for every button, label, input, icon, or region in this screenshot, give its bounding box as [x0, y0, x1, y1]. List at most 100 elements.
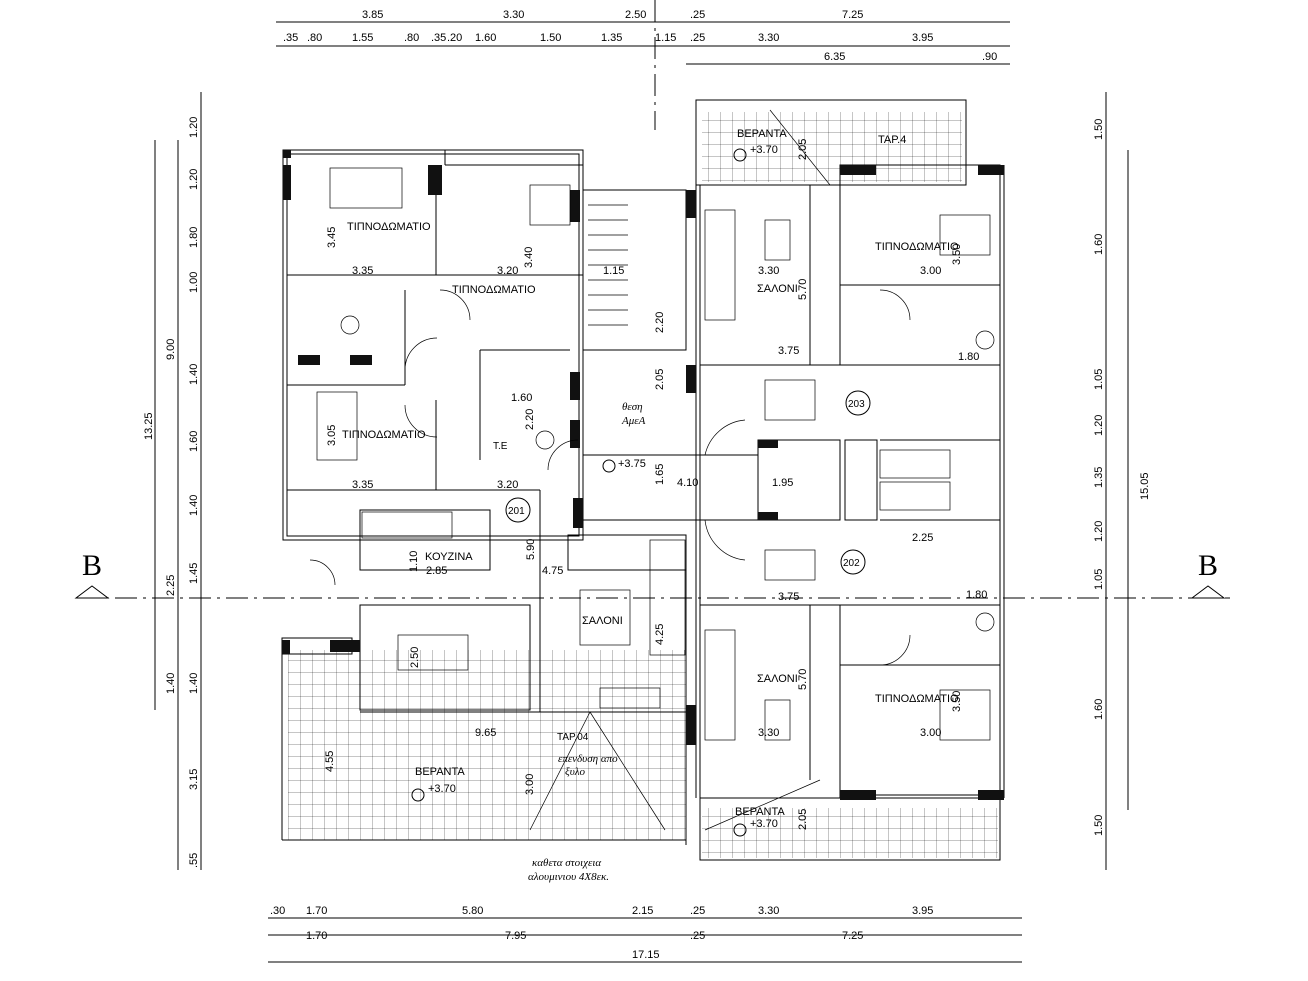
dim-top2-13: 3.95 — [912, 32, 933, 44]
dim-kitchen-w: 2.85 — [426, 565, 447, 577]
note-profiles-1: καθετα στοιχεια — [532, 857, 601, 869]
dim-bot-3: 5.80 — [462, 905, 483, 917]
dim-top3-1: 6.35 — [824, 51, 845, 63]
note-te: T.E — [493, 441, 508, 452]
dim-right-21: 1.50 — [1093, 815, 1105, 836]
dim-top2-5: .35 — [431, 32, 446, 44]
dim-top-5: 7.25 — [842, 9, 863, 21]
dim-r-bed-h-1: 3.50 — [951, 244, 963, 265]
dim-right-9: 1.05 — [1093, 369, 1105, 390]
section-label-right: B — [1198, 549, 1218, 582]
dim-right-outer: 15.05 — [1139, 472, 1151, 500]
note-cladding-1: επενδυση απο — [558, 753, 618, 765]
dim-left-mid-2: 3.15 — [188, 769, 200, 790]
dim-bot-2: 1.70 — [306, 905, 327, 917]
dim-top2-6: .20 — [447, 32, 462, 44]
bottom-dimension-chains: .30 1.70 5.80 2.15 .25 3.30 3.95 1.70 7.… — [268, 905, 1022, 963]
dim-bot-4: 2.15 — [632, 905, 653, 917]
dim-left-7: 1.40 — [188, 364, 200, 385]
dim-bot-5: .25 — [690, 905, 705, 917]
dim-top2-1: .35 — [283, 32, 298, 44]
room-label-living-3: ΣΑΛΟΝΙ — [757, 673, 798, 685]
dim-veranda-w: 9.65 — [475, 727, 496, 739]
dim-dining-h: 2.50 — [409, 647, 421, 668]
dim-bed3-h: 3.05 — [326, 425, 338, 446]
dim-left-15: 1.40 — [165, 673, 177, 694]
dim-top2-4: .80 — [404, 32, 419, 44]
dim-top2-9: 1.35 — [601, 32, 622, 44]
inner-dimensions: 3.35 3.45 3.20 3.40 3.35 3.05 3.20 1.60 … — [324, 139, 987, 830]
dim-right-13: 1.05 — [1093, 569, 1105, 590]
dim-top-3: 2.50 — [625, 9, 646, 21]
left-dimension-chains: 13.25 9.00 3.15 .55 1.20 1.20 1.80 1.00 … — [143, 92, 202, 870]
dim-bed1-w: 3.35 — [352, 265, 373, 277]
dim-r-bed-w-2: 3.00 — [920, 727, 941, 739]
apt-number-202: 202 — [843, 558, 860, 569]
room-labels: ΤΙΠΝΟΔΩΜΑΤΙΟ ΤΙΠΝΟΔΩΜΑΤΙΟ ΤΙΠΝΟΔΩΜΑΤΙΟ Τ… — [342, 128, 959, 883]
dim-stair-h: 2.20 — [654, 312, 666, 333]
note-disabled-2: ΑμεΑ — [621, 415, 646, 427]
dim-lift: 1.95 — [772, 477, 793, 489]
dim-kitchen-h: 1.10 — [408, 551, 420, 572]
room-label-kitchen: ΚΟΥΖΙΝΑ — [425, 551, 473, 563]
dim-left-mid-3: .55 — [188, 853, 200, 868]
note-cladding-2: ξυλο — [565, 766, 586, 778]
dim-left-9: 1.40 — [188, 495, 200, 516]
dim-top2-7: 1.60 — [475, 32, 496, 44]
note-tap-top: TAP.4 — [878, 134, 906, 146]
section-label-left: B — [82, 549, 102, 582]
dim-bath-h: 2.20 — [524, 409, 536, 430]
dim-left-16: 2.25 — [165, 575, 177, 596]
dim-living-h: 5.90 — [525, 539, 537, 560]
dim-stair-w: 1.15 — [603, 265, 624, 277]
dim-left-14: 1.40 — [188, 673, 200, 694]
dim-veranda-h: 4.55 — [324, 751, 336, 772]
dim-right-12: 1.20 — [1093, 521, 1105, 542]
dim-left-3: 1.80 — [188, 227, 200, 248]
level-veranda-top: +3.70 — [750, 144, 778, 156]
dim-top2-2: .80 — [307, 32, 322, 44]
dim-bot2-3: .25 — [690, 930, 705, 942]
room-label-bedroom-1: ΤΙΠΝΟΔΩΜΑΤΙΟ — [347, 221, 431, 233]
dim-bot-1: .30 — [270, 905, 285, 917]
dim-r-veranda-h-2: 2.05 — [797, 809, 809, 830]
level-veranda-br: +3.70 — [750, 818, 778, 830]
apt-number-201: 201 — [508, 506, 525, 517]
dim-r-living-w-2: 3.30 — [758, 727, 779, 739]
dim-r-kitchen: 2.25 — [912, 532, 933, 544]
dim-left-outer: 13.25 — [143, 412, 155, 440]
level-veranda-bl: +3.70 — [428, 783, 456, 795]
room-label-bedroom-2: ΤΙΠΝΟΔΩΜΑΤΙΟ — [452, 284, 536, 296]
room-label-bedroom-4: ΤΙΠΝΟΔΩΜΑΤΙΟ — [875, 241, 959, 253]
note-tap-bottom: TAP.04 — [557, 732, 589, 743]
dim-right-4: 1.60 — [1093, 234, 1105, 255]
room-label-veranda-1: ΒΕΡΑΝΤΑ — [737, 128, 787, 140]
dim-r-bed-w-1: 3.00 — [920, 265, 941, 277]
dim-living-w: 4.75 — [542, 565, 563, 577]
dim-r-bath-2: 1.80 — [966, 589, 987, 601]
right-dimension-chains: 15.05 1.50 1.60 1.05 1.20 1.35 1.20 1.05… — [1093, 92, 1151, 870]
dim-r-living-h-1: 5.70 — [797, 279, 809, 300]
dim-left-mid-1: 9.00 — [165, 339, 177, 360]
room-label-living-1: ΣΑΛΟΝΙ — [757, 283, 798, 295]
section-line-b: B B — [74, 0, 1230, 599]
dim-r-dining-1: 3.75 — [778, 345, 799, 357]
dim-left-1: 1.20 — [188, 117, 200, 138]
dim-r-dining-2: 3.75 — [778, 591, 799, 603]
building-walls — [281, 99, 1005, 861]
dim-r-bath-1: 1.80 — [958, 351, 979, 363]
dim-left-4: 1.00 — [188, 272, 200, 293]
dim-bot-6: 3.30 — [758, 905, 779, 917]
room-label-veranda-2: ΒΕΡΑΝΤΑ — [415, 766, 465, 778]
dim-stair-d: 2.05 — [654, 369, 666, 390]
door-swings — [309, 289, 911, 666]
dim-left-2: 1.20 — [188, 169, 200, 190]
dim-bot2-4: 7.25 — [842, 930, 863, 942]
dim-top3-2: .90 — [982, 51, 997, 63]
dim-top-2: 3.30 — [503, 9, 524, 21]
apt-number-203: 203 — [848, 399, 865, 410]
dim-bot3-1: 17.15 — [632, 949, 660, 961]
dim-top2-3: 1.55 — [352, 32, 373, 44]
dim-right-11: 1.35 — [1093, 467, 1105, 488]
dim-bed3-w: 3.35 — [352, 479, 373, 491]
